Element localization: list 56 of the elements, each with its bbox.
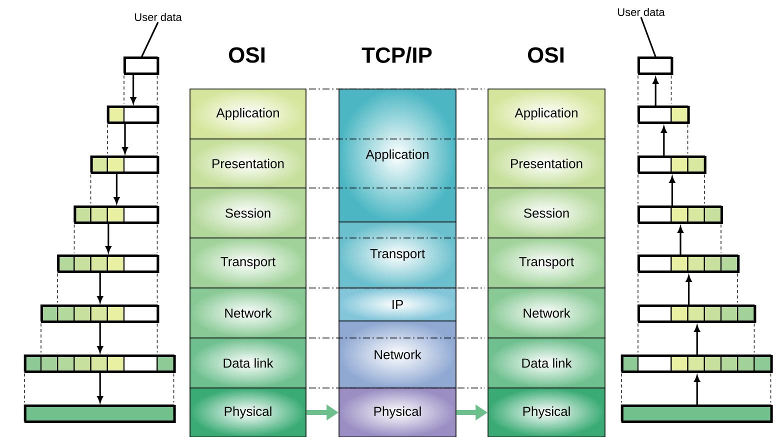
layer-box: Data link xyxy=(190,338,306,388)
text-label: User data xyxy=(135,12,182,22)
packet-bar xyxy=(106,105,160,124)
layer-box: Transport xyxy=(488,238,606,288)
packet-bar xyxy=(637,155,706,174)
arrow xyxy=(694,325,700,355)
layer-box: Transport xyxy=(190,238,306,288)
layer-box: Application xyxy=(338,88,456,222)
layer-box: Session xyxy=(488,188,606,238)
arrow xyxy=(661,126,667,156)
arrow xyxy=(130,75,136,104)
leader-line xyxy=(640,16,656,58)
column-heading: TCP/IP xyxy=(362,46,432,64)
arrow xyxy=(97,373,103,403)
packet-bar xyxy=(57,254,160,273)
packet-bar xyxy=(123,56,160,75)
layer-box: Network xyxy=(190,288,306,338)
layer-box: Presentation xyxy=(190,138,306,188)
arrow xyxy=(122,124,128,154)
packet-bar xyxy=(637,304,756,323)
packet-bar xyxy=(90,155,160,174)
arrow xyxy=(652,77,658,106)
arrow xyxy=(97,323,103,353)
arrow xyxy=(686,275,692,305)
layer-box: Network xyxy=(488,288,606,338)
packet-bar xyxy=(40,304,160,323)
layer-box: Data link xyxy=(488,338,606,388)
packet-bar xyxy=(74,205,160,224)
arrow xyxy=(694,375,700,405)
packet-bar xyxy=(620,404,773,423)
packet-bar xyxy=(637,254,740,273)
layer-box: Application xyxy=(488,88,606,140)
layer-box: Session xyxy=(190,188,306,238)
layer-box: Physical xyxy=(190,388,306,437)
layer-box: Physical xyxy=(338,388,456,437)
column-heading: OSI xyxy=(528,47,564,63)
arrow xyxy=(114,174,120,204)
layer-box: Physical xyxy=(488,388,606,437)
packet-bar xyxy=(620,354,773,373)
arrow xyxy=(106,224,112,253)
layer-box: Transport xyxy=(338,222,456,288)
column-heading: OSI xyxy=(228,47,264,63)
packet-bar xyxy=(637,205,723,224)
packet-bar xyxy=(24,354,176,373)
packet-bar xyxy=(637,56,674,75)
layer-box: IP xyxy=(338,288,456,322)
packet-bar xyxy=(637,105,690,124)
packet-bar xyxy=(24,404,176,423)
arrow xyxy=(97,273,103,303)
arrow xyxy=(669,176,676,206)
arrow xyxy=(678,226,684,255)
layer-box: Presentation xyxy=(488,138,606,188)
leader-line xyxy=(140,22,159,58)
text-label: User data xyxy=(618,8,665,16)
layer-box: Application xyxy=(190,88,306,140)
layer-box: Network xyxy=(338,320,456,388)
